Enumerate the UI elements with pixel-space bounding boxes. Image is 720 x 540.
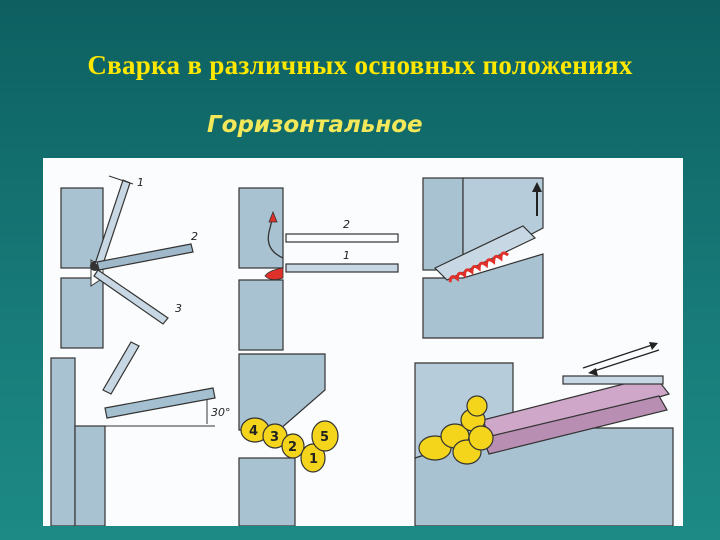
bead-label-4: 4 (249, 424, 258, 439)
panel-top-right (422, 177, 544, 339)
weld-beads (240, 417, 339, 473)
panel-top-middle: 2 1 (238, 187, 399, 351)
label-1: 1 (343, 249, 350, 262)
upper-plate (238, 187, 284, 269)
label-2: 2 (343, 218, 350, 231)
electrode (433, 225, 537, 281)
bead-label-1: 1 (309, 452, 318, 467)
label-2: 2 (191, 230, 198, 243)
angle-label: 30° (211, 406, 231, 419)
weld-red (264, 267, 284, 280)
panel-bottom-right (414, 342, 674, 526)
electrode-rod (562, 375, 664, 385)
panel-bottom-middle: 4 3 2 1 5 (238, 353, 339, 526)
panel-top-left: 1 2 3 (60, 175, 198, 349)
upper-plate (60, 187, 104, 269)
weld-weave (448, 251, 510, 283)
label-1: 1 (137, 176, 144, 189)
weld-arc-arrow (267, 215, 284, 259)
slide-subtitle: Горизонтальное (207, 112, 423, 138)
electrode-2 (96, 243, 194, 271)
slide-title: Сварка в различных основных положениях (87, 50, 633, 80)
electrode-upper (102, 341, 140, 395)
bead-2 (281, 433, 305, 459)
bead-1 (300, 443, 326, 473)
bead-5 (311, 420, 339, 452)
electrode-2 (285, 233, 399, 243)
bead-label-3: 3 (270, 430, 279, 445)
bead-label-2: 2 (288, 440, 297, 455)
welding-illustration: 1 2 3 2 1 (43, 158, 683, 526)
label-3: 3 (175, 302, 182, 315)
panel-bottom-left: 30° (50, 341, 231, 526)
lower-plate (60, 277, 104, 349)
electrode-3 (93, 269, 169, 325)
electrode-lower (104, 387, 216, 419)
bead-label-5: 5 (320, 430, 329, 445)
electrode-1 (285, 263, 399, 273)
weld-beads-stack (418, 395, 494, 465)
lower-plate (238, 279, 284, 351)
welding-positions-drawing: 1 2 3 2 1 (50, 175, 674, 526)
